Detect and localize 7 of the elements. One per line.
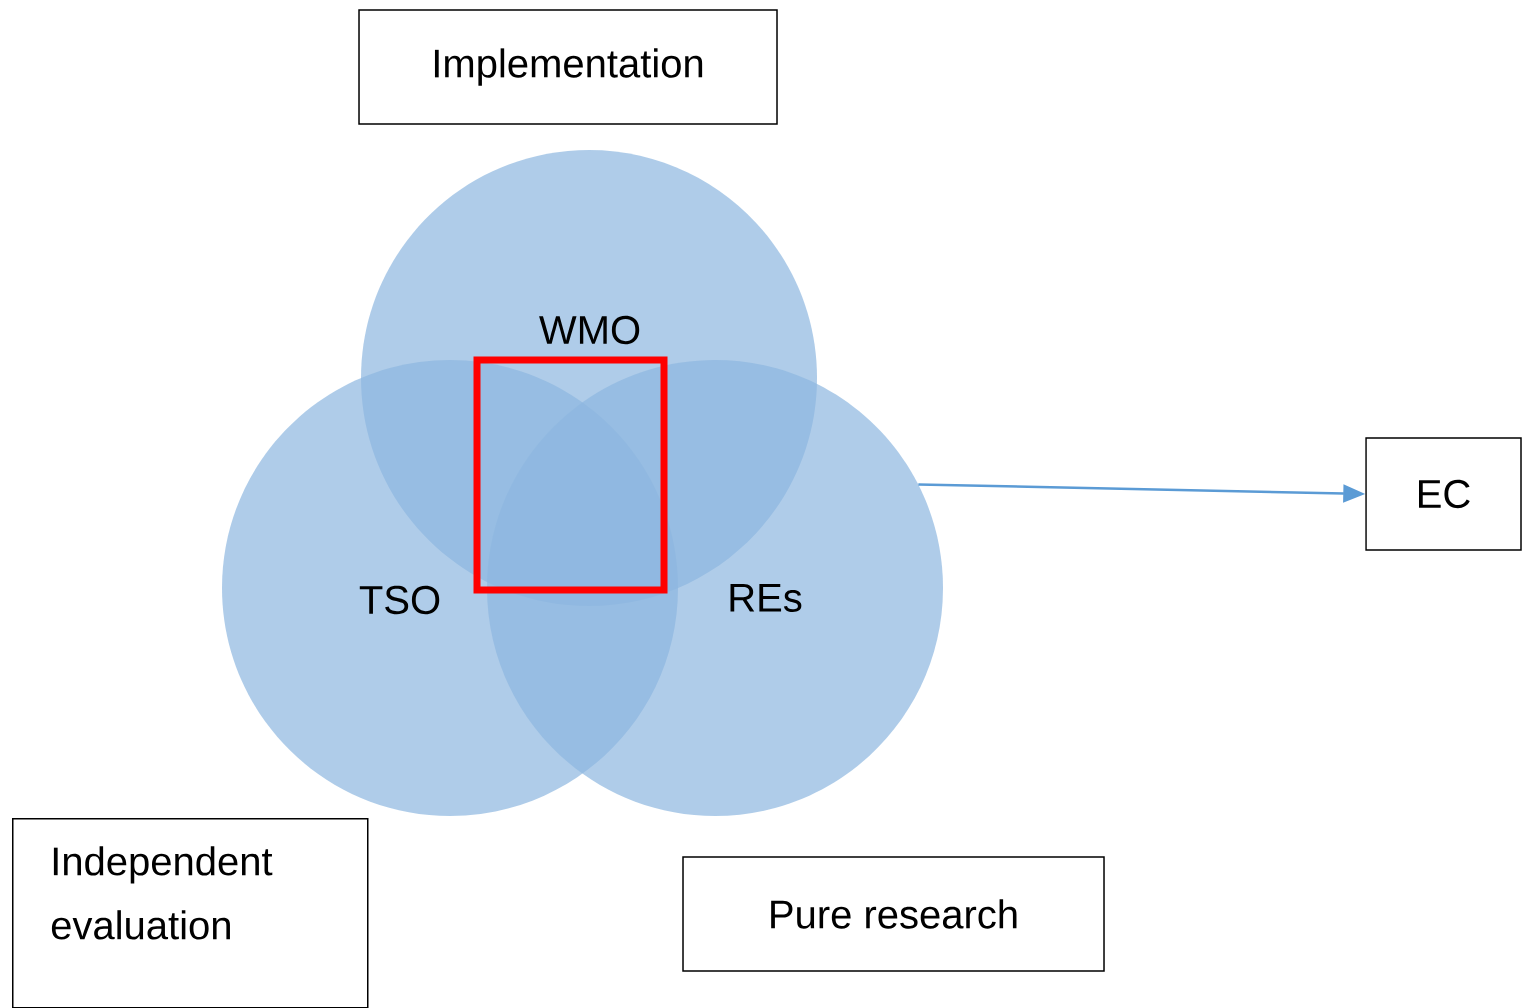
circle-label: REs <box>730 584 802 612</box>
text-box: Independent evaluation <box>12 818 369 1008</box>
text-box: Pure research <box>682 856 1105 972</box>
circle-label: WMO <box>539 315 640 345</box>
text-box: EC <box>1365 437 1522 551</box>
circle-label: TSO <box>359 585 440 615</box>
text-box: Implementation <box>358 9 778 125</box>
